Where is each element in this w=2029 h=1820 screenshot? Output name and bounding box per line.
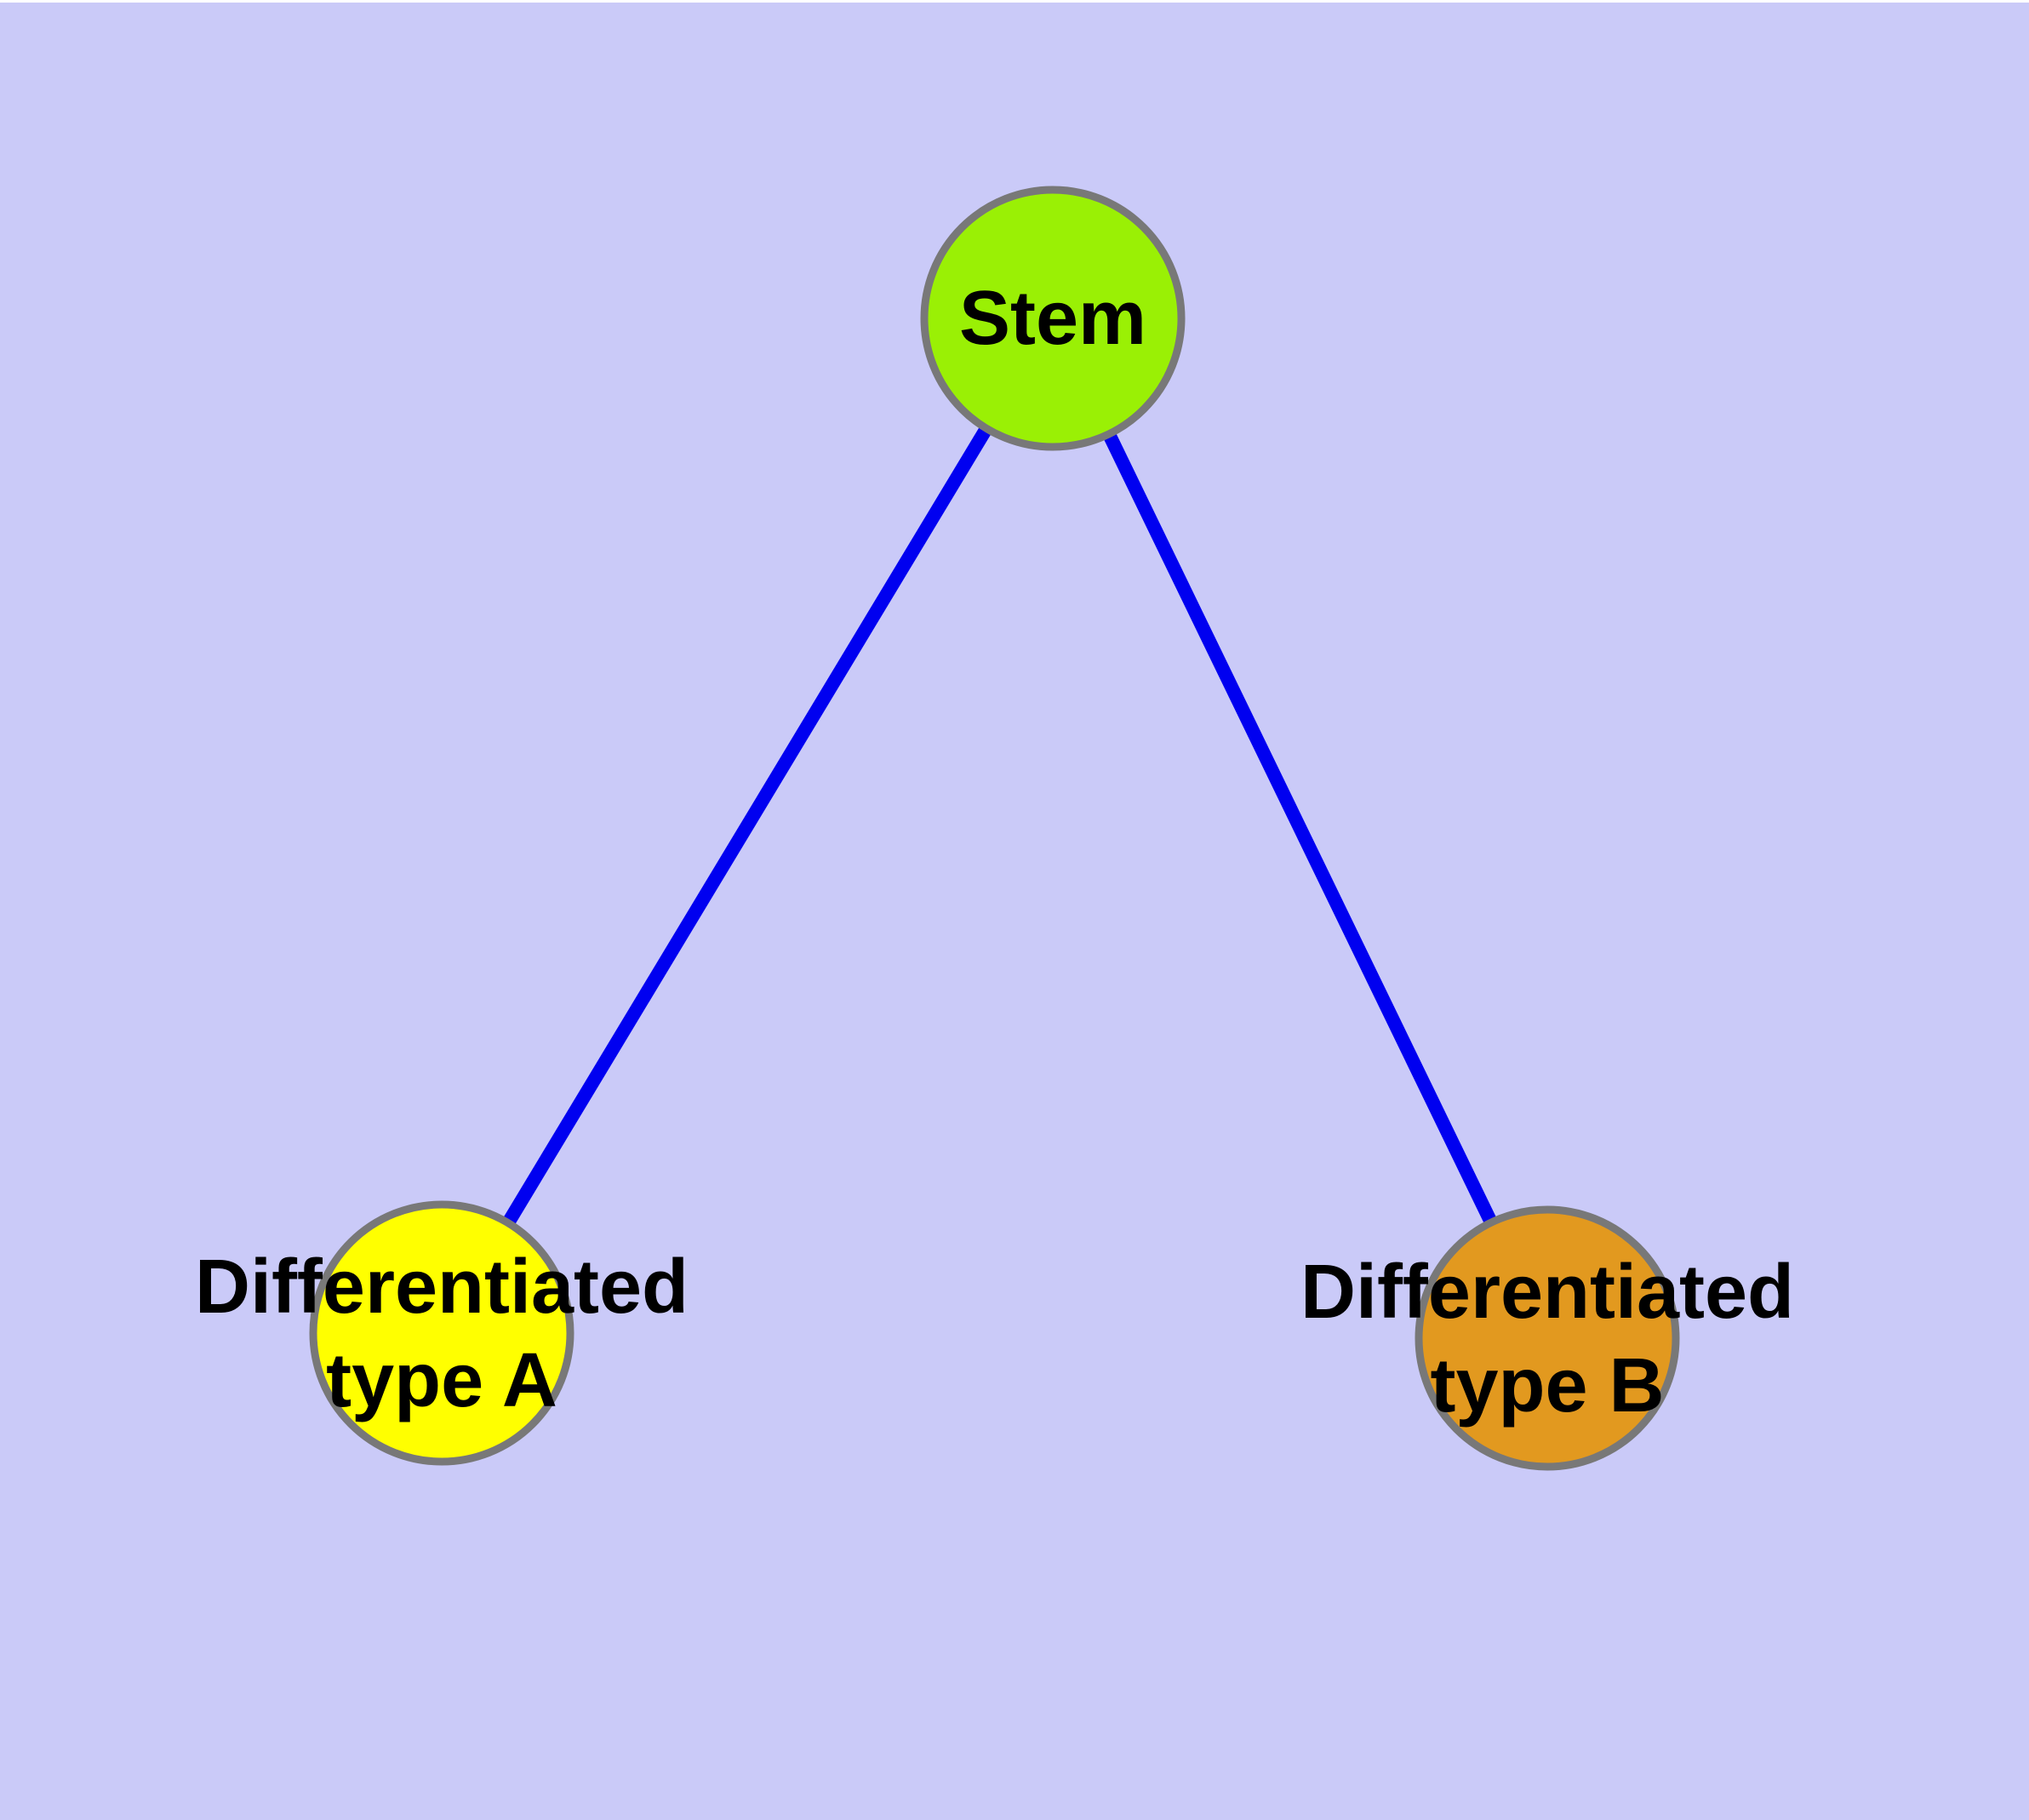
node-stem[interactable]: Stem	[920, 186, 1186, 451]
node-differentiated-type-b-label-line2: type B	[1430, 1343, 1664, 1428]
node-stem-label: Stem	[959, 276, 1146, 361]
node-differentiated-type-a-label-line2: type A	[326, 1338, 557, 1423]
node-differentiated-type-b-circle[interactable]	[1415, 1205, 1680, 1471]
node-stem-circle[interactable]	[920, 186, 1186, 451]
node-differentiated-type-b[interactable]: Differentiated type B	[1300, 1205, 1794, 1471]
edge-stem-to-type-a	[436, 314, 1059, 1337]
node-differentiated-type-a[interactable]: Differentiated type A	[195, 1200, 689, 1466]
node-differentiated-type-a-label-line1: Differentiated	[195, 1245, 689, 1330]
edge-stem-to-type-b	[1046, 315, 1554, 1342]
node-differentiated-type-b-label-line1: Differentiated	[1300, 1250, 1794, 1335]
node-differentiated-type-a-circle[interactable]	[309, 1200, 574, 1466]
